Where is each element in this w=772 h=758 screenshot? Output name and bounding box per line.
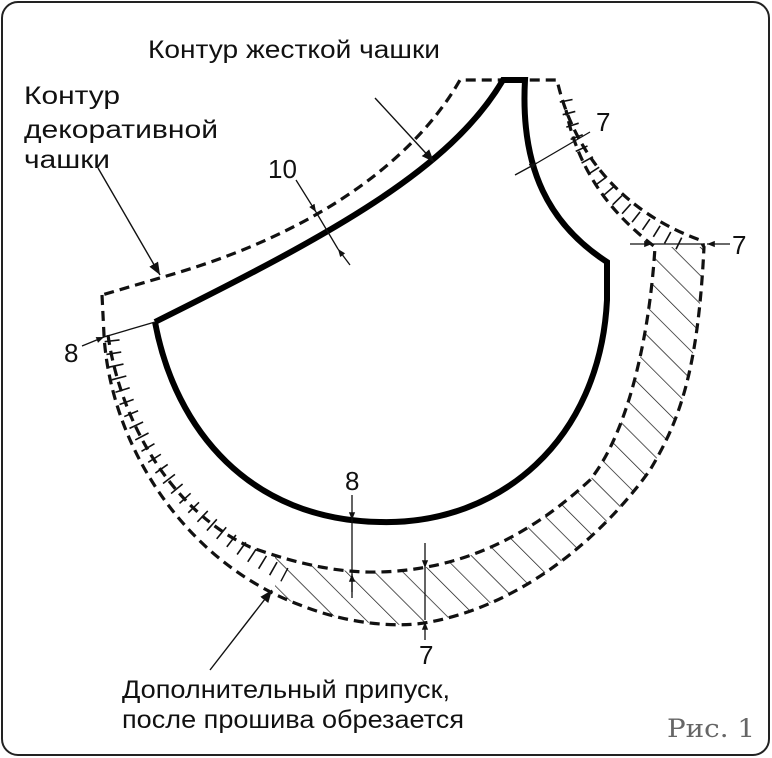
dimension-label-bottom-outer: 7: [419, 640, 433, 670]
hard-cup-leader-arrow: [374, 97, 435, 163]
hard-cup-contour: [152, 77, 610, 526]
figure-caption: Рис. 1: [667, 714, 755, 743]
allowance-label-line2: после прошива обрезается: [122, 706, 464, 734]
dimension-label-top-right: 7: [596, 107, 610, 137]
dimension-label-top-left: 10: [268, 154, 297, 184]
dimension-label-left: 8: [64, 338, 78, 368]
hard-cup-label: Контур жесткой чашки: [148, 36, 440, 64]
allowance-hatch: [275, 247, 704, 625]
dimension-left: [81, 321, 156, 347]
dimension-top-right: [514, 131, 591, 176]
decorative-cup-leader-arrow: [97, 167, 161, 276]
allowance-label-line1: Дополнительный припуск,: [122, 676, 450, 704]
dimension-label-right: 7: [732, 230, 746, 260]
decorative-cup-label-line3: чашки: [24, 146, 110, 174]
allowance-leader-arrow: [209, 589, 273, 671]
decorative-cup-outer-contour: [100, 78, 706, 627]
dimension-top-left: [295, 179, 351, 266]
decorative-cup-label-line2: декоративной: [24, 116, 218, 144]
dimension-label-bottom-inner: 8: [345, 466, 359, 496]
allowance-ladder-top-right: [559, 98, 683, 250]
decorative-cup-label-line1: Контур: [24, 82, 120, 110]
